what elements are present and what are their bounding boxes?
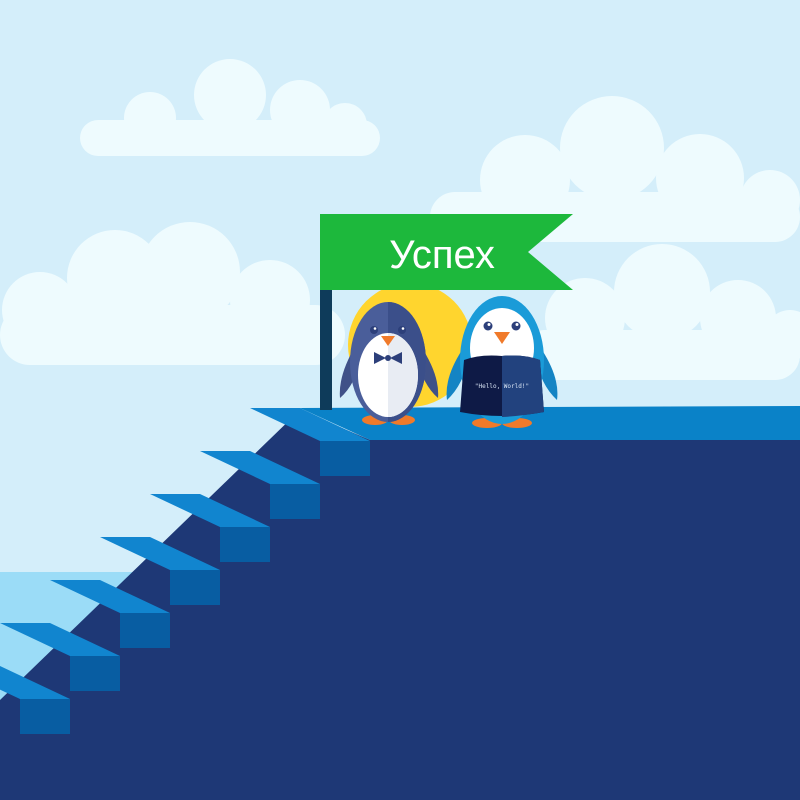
stair-tread	[150, 494, 270, 527]
penguin-left	[339, 302, 439, 425]
flag-banner	[320, 214, 573, 290]
stair-riser	[320, 441, 370, 476]
flag-label: Успех	[389, 233, 495, 277]
staircase	[0, 408, 370, 734]
stair-tread	[250, 408, 370, 441]
cloud-mid-right	[520, 244, 800, 380]
flag-pole	[320, 290, 332, 410]
cloud-top	[80, 59, 380, 156]
stair-tread	[0, 623, 120, 656]
plateau-top	[300, 406, 800, 440]
shirt-text: "Hello, World!"	[475, 383, 529, 390]
stair-tread	[100, 537, 220, 570]
stair-tread	[200, 451, 320, 484]
stair-riser	[120, 613, 170, 648]
stair-riser	[70, 656, 120, 691]
bow-tie-icon	[374, 352, 386, 364]
penguin-right: "Hello, World!"	[446, 296, 558, 428]
stair-riser	[270, 484, 320, 519]
stair-riser	[170, 570, 220, 605]
cloud-left	[0, 222, 345, 365]
stair-tread	[50, 580, 170, 613]
stair-tread	[0, 666, 70, 699]
stair-riser	[20, 699, 70, 734]
stair-riser	[220, 527, 270, 562]
